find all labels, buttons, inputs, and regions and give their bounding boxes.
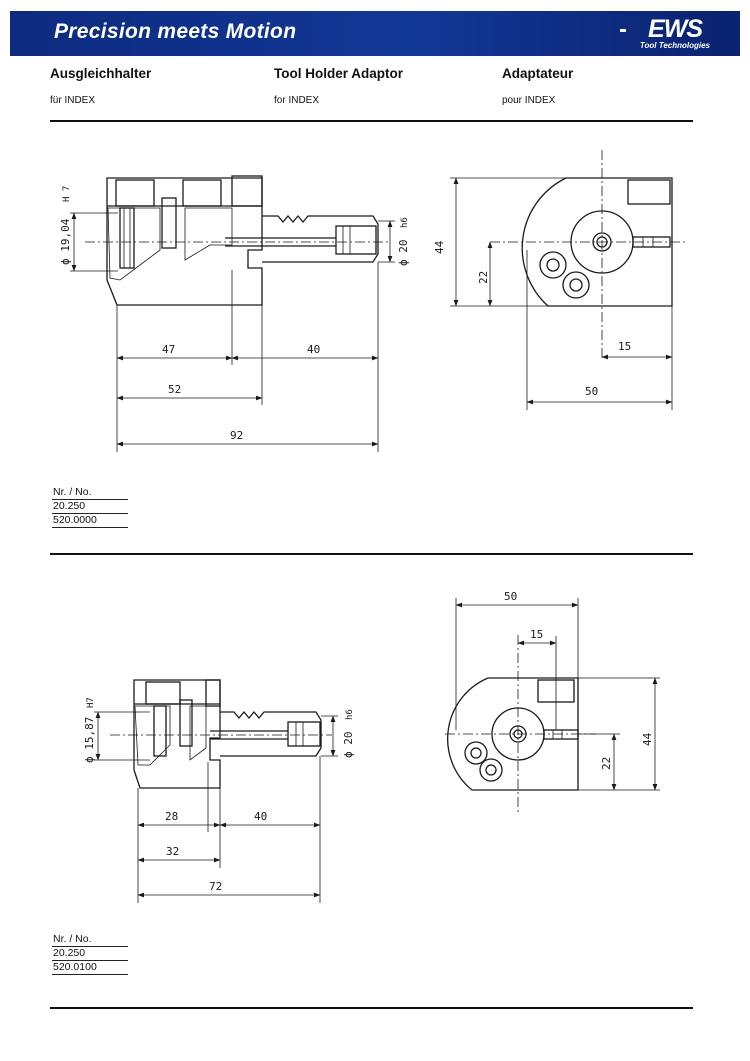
drawing1-side-view: ϕ 19,04 H 7 ϕ 20 h6 47 40 52 92 bbox=[59, 175, 410, 452]
part-number: 20.250 bbox=[52, 947, 128, 961]
heading-german: Ausgleichhalter bbox=[50, 66, 152, 81]
d1-dim-22: 22 bbox=[477, 271, 490, 284]
d1-dim-47: 47 bbox=[162, 343, 175, 356]
d2-dim-72: 72 bbox=[209, 880, 222, 893]
header-banner: Precision meets Motion EWS Tool Technolo… bbox=[10, 11, 740, 56]
part-label: Nr. / No. bbox=[52, 933, 128, 947]
heading-french: Adaptateur bbox=[502, 66, 574, 81]
d2-shank-label: ϕ 20 bbox=[342, 732, 355, 759]
d1-dim-92: 92 bbox=[230, 429, 243, 442]
banner-title: Precision meets Motion bbox=[54, 20, 297, 43]
drawing1-front-view: 44 22 15 50 bbox=[433, 150, 688, 410]
divider-bottom bbox=[50, 1007, 693, 1009]
svg-text:ϕ 19,04: ϕ 19,04 bbox=[59, 218, 72, 265]
d1-bore-tol: H 7 bbox=[62, 186, 72, 202]
d2-dim-50: 50 bbox=[504, 590, 517, 603]
drawing2-front-view: 50 15 44 22 bbox=[445, 590, 660, 812]
drawing2-side-view: ϕ 15,87 H7 ϕ 20 h6 28 40 32 72 bbox=[83, 679, 355, 903]
ews-logo: EWS Tool Technologies bbox=[620, 15, 710, 51]
subheading-french: pour INDEX bbox=[502, 95, 556, 106]
d2-dim-28: 28 bbox=[165, 810, 178, 823]
d2-shank-tol: h6 bbox=[345, 709, 355, 720]
d2-dim-44: 44 bbox=[641, 732, 654, 746]
d1-bore-label: ϕ 19,04 bbox=[59, 218, 72, 265]
logo-word: EWS bbox=[648, 15, 703, 43]
d1-dim-40: 40 bbox=[307, 343, 320, 356]
d2-dim-32: 32 bbox=[166, 845, 179, 858]
d1-shank-label: ϕ 20 bbox=[397, 240, 410, 267]
d1-dim-15: 15 bbox=[618, 340, 631, 353]
subheading-german: für INDEX bbox=[50, 95, 96, 106]
d1-dim-50: 50 bbox=[585, 385, 598, 398]
part-number-table-1: Nr. / No. 20.250 520.0000 bbox=[52, 486, 128, 528]
d2-bore-tol: H7 bbox=[86, 697, 96, 708]
d1-dim-52: 52 bbox=[168, 383, 181, 396]
divider-middle bbox=[50, 553, 693, 555]
part-number: 20.250 bbox=[52, 500, 128, 514]
d2-dim-15: 15 bbox=[530, 628, 543, 641]
part-number-table-2: Nr. / No. 20.250 520.0100 bbox=[52, 933, 128, 975]
d2-dim-22: 22 bbox=[600, 757, 613, 770]
logo-subtitle: Tool Technologies bbox=[639, 41, 710, 50]
heading-english: Tool Holder Adaptor bbox=[274, 66, 403, 81]
subheading-english: for INDEX bbox=[274, 95, 320, 106]
d2-dim-40: 40 bbox=[254, 810, 267, 823]
part-number: 520.0000 bbox=[52, 514, 128, 528]
d1-shank-tol: h6 bbox=[400, 217, 410, 228]
divider-top bbox=[50, 120, 693, 122]
part-label: Nr. / No. bbox=[52, 486, 128, 500]
d1-dim-44: 44 bbox=[433, 240, 446, 254]
d2-bore-label: ϕ 15,87 bbox=[83, 717, 96, 763]
logo-bar-icon bbox=[620, 29, 626, 32]
part-number: 520.0100 bbox=[52, 961, 128, 975]
